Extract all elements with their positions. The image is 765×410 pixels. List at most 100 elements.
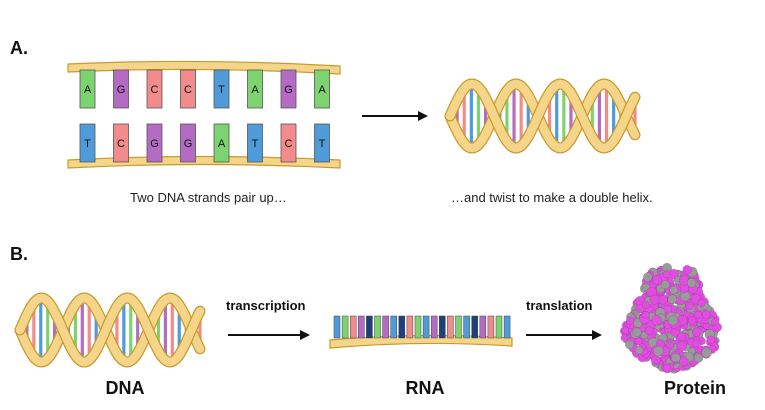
protein-atom — [625, 339, 635, 350]
protein-atom — [667, 294, 678, 305]
rna-nucleotide — [471, 315, 478, 339]
protein-atom — [662, 363, 672, 373]
rna-backbone — [329, 334, 513, 349]
protein-atom — [710, 318, 719, 326]
rna-nucleotide — [390, 315, 397, 339]
bottom-strand-base-4: G — [180, 123, 196, 163]
top-strand-base-5: T — [213, 69, 230, 109]
top-strand-base-letter: G — [117, 84, 126, 96]
rna-nucleotide — [455, 315, 462, 339]
protein-atom — [671, 352, 681, 363]
protein-structure — [620, 262, 722, 374]
bottom-strand-base-2: C — [113, 123, 129, 163]
top-strand-backbone — [67, 60, 341, 75]
bottom-strand-base-letter: T — [319, 138, 326, 150]
rna-nucleotide — [487, 315, 495, 339]
protein-atom — [644, 326, 654, 335]
protein-atom — [706, 335, 715, 345]
rna-nucleotide — [406, 315, 414, 339]
top-strand-base-letter: A — [251, 84, 259, 96]
pairing-arrow — [362, 111, 428, 121]
top-strand-base-8: A — [314, 69, 330, 109]
bottom-strand-base-letter: G — [184, 138, 193, 150]
bottom-strand-base-letter: C — [285, 138, 293, 150]
protein-label: Protein — [663, 378, 726, 398]
dna-helix-b — [14, 292, 206, 368]
translation-label: translation — [526, 298, 593, 313]
rna-nucleotide — [495, 315, 503, 339]
protein-atom — [632, 327, 642, 337]
rna-nucleotide — [382, 315, 389, 339]
rna-nucleotide — [463, 315, 470, 339]
protein-atom — [701, 347, 712, 358]
rna-nucleotide — [341, 315, 349, 339]
protein-atom — [640, 331, 649, 340]
rna-nucleotide — [479, 315, 487, 339]
rna-nucleotide — [430, 315, 438, 339]
rna-label: RNA — [405, 378, 445, 398]
bottom-strand-base-1: T — [79, 123, 96, 163]
bottom-strand-base-letter: C — [117, 138, 125, 150]
rna-nucleotide — [333, 315, 341, 339]
protein-atom — [662, 270, 671, 279]
protein-atom — [685, 302, 694, 310]
rna-strand — [329, 315, 513, 349]
rna-nucleotide — [358, 315, 365, 339]
dna-label: DNA — [105, 378, 145, 398]
protein-atom — [635, 304, 645, 314]
protein-atom — [678, 356, 689, 367]
pair-up-caption: Two DNA strands pair up… — [130, 190, 287, 205]
protein-atom — [667, 315, 678, 326]
protein-atom — [641, 311, 650, 319]
double-helix-caption: …and twist to make a double helix. — [451, 190, 653, 205]
protein-atom — [643, 272, 653, 282]
top-strand-base-letter: G — [284, 84, 293, 96]
protein-atom — [625, 316, 635, 325]
bottom-strand-base-5: A — [213, 123, 230, 163]
protein-atom — [653, 345, 664, 357]
top-strand-base-6: A — [247, 69, 263, 109]
helix-backbone — [15, 293, 205, 367]
protein-atom — [620, 333, 629, 342]
protein-atom — [692, 339, 702, 348]
protein-atom — [693, 310, 703, 320]
panel-b-label: B. — [10, 244, 28, 264]
bottom-strand-base-letter: A — [218, 138, 226, 150]
rna-nucleotide — [439, 315, 446, 339]
top-strand-base-letter: A — [318, 84, 326, 96]
protein-atom — [693, 353, 704, 363]
top-strand-base-letter: A — [84, 84, 92, 96]
rna-nucleotide — [398, 315, 406, 339]
top-strand-base-letter: C — [151, 84, 159, 96]
bottom-strand-base-7: C — [280, 123, 297, 163]
rna-nucleotide — [422, 315, 430, 339]
top-strand-base-letter: C — [184, 84, 192, 96]
rna-nucleotide — [366, 315, 373, 339]
protein-atom — [686, 278, 697, 288]
rna-nucleotide — [374, 315, 381, 339]
rna-nucleotide — [447, 315, 454, 339]
helix-backbone — [445, 79, 640, 153]
protein-atom — [702, 310, 711, 320]
transcription-label: transcription — [226, 298, 306, 313]
protein-atom — [651, 275, 662, 285]
bottom-strand-backbone — [67, 155, 341, 169]
protein-atom — [697, 299, 706, 308]
helix-backbone — [15, 293, 205, 367]
protein-atom — [660, 280, 670, 290]
protein-atom — [691, 327, 702, 337]
protein-atom — [658, 295, 668, 305]
top-strand-base-1: A — [79, 69, 96, 109]
protein-atom — [634, 337, 643, 346]
bottom-strand-base-8: T — [314, 123, 330, 163]
protein-atom — [687, 316, 697, 325]
protein-atom — [634, 346, 644, 355]
translation-arrow — [526, 330, 602, 340]
transcription-arrow — [228, 330, 310, 340]
bottom-strand-base-letter: T — [84, 138, 91, 150]
protein-atom — [676, 341, 687, 352]
top-strand-base-2: G — [113, 69, 129, 109]
